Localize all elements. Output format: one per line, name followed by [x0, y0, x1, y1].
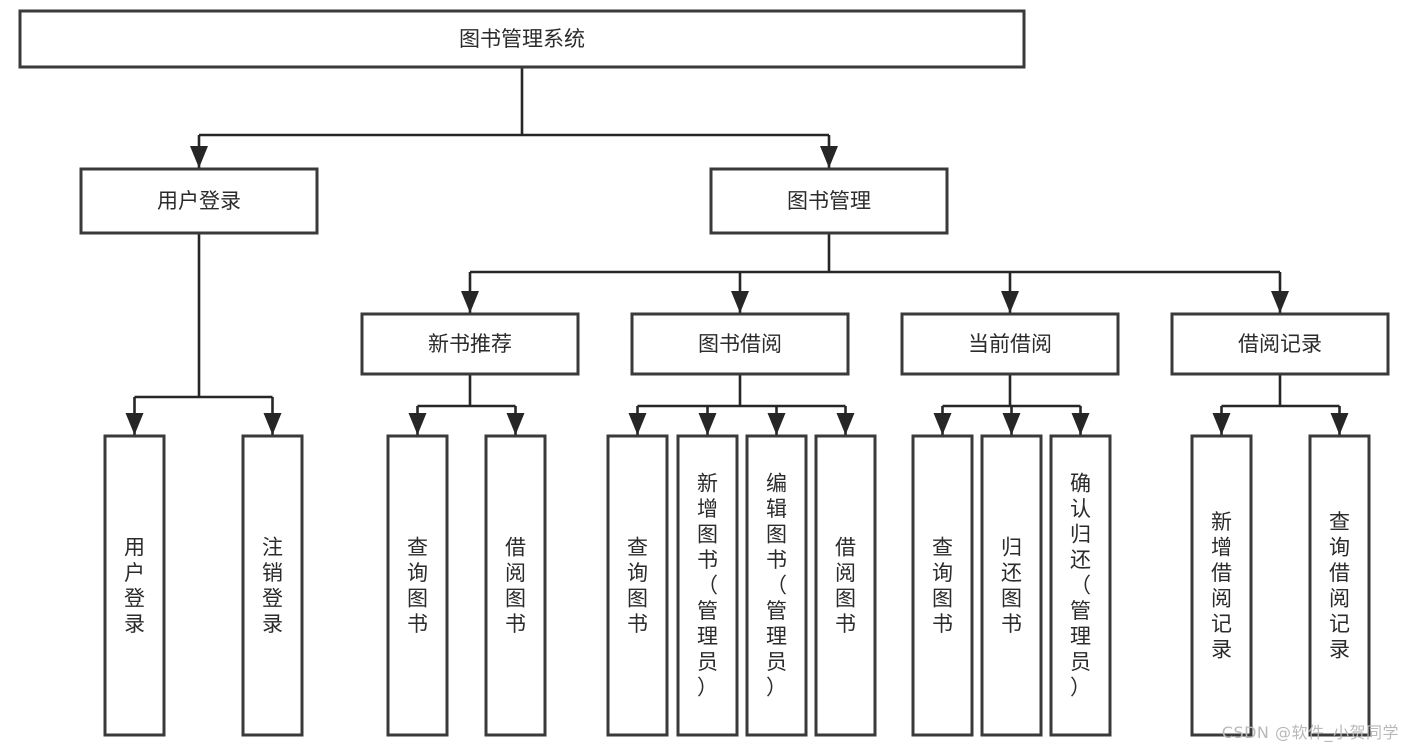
node-root[interactable]: 图书管理系统: [18, 9, 1026, 69]
node-leaf-query-book-borrow[interactable]: 查询图书: [606, 434, 669, 737]
node-leaf-return-book[interactable]: 归还图书: [980, 434, 1043, 737]
node-label: 借阅图书: [505, 535, 526, 636]
arrow-head-icon: [1330, 413, 1349, 435]
arrow-head-icon: [408, 413, 427, 435]
node-label: 归还图书: [1001, 535, 1022, 636]
node-leaf-logout[interactable]: 注销登录: [241, 434, 304, 737]
arrow-head-icon: [263, 413, 282, 435]
arrow-head-icon: [1071, 413, 1090, 435]
node-leaf-query-book-cur[interactable]: 查询图书: [911, 434, 974, 737]
node-label: 图书管理系统: [459, 27, 585, 51]
node-leaf-user-login[interactable]: 用户登录: [103, 434, 166, 737]
arrow-head-icon: [767, 413, 786, 435]
arrow-head-icon: [125, 413, 144, 435]
node-label: 查询图书: [932, 535, 953, 636]
arrow-head-icon: [731, 291, 749, 313]
node-leaf-add-book[interactable]: 新增图书（管理员）: [676, 434, 739, 737]
arrow-head-icon: [698, 413, 717, 435]
node-label: 借阅记录: [1238, 332, 1322, 356]
node-leaf-edit-book[interactable]: 编辑图书（管理员）: [745, 434, 808, 737]
node-current-borrow[interactable]: 当前借阅: [900, 312, 1120, 376]
node-leaf-query-record[interactable]: 查询借阅记录: [1308, 434, 1371, 737]
arrow-head-icon: [933, 413, 952, 435]
node-user-login[interactable]: 用户登录: [79, 167, 319, 235]
arrow-head-icon: [1271, 291, 1289, 313]
node-new-book-rec[interactable]: 新书推荐: [360, 312, 580, 376]
arrow-head-icon: [1212, 413, 1231, 435]
node-label: 编辑图书（管理员）: [766, 472, 787, 700]
node-layer: 图书管理系统用户登录图书管理新书推荐图书借阅当前借阅借阅记录用户登录注销登录查询…: [18, 9, 1390, 737]
watermark-label: CSDN @软件_小贺同学: [1221, 723, 1399, 742]
node-label: 查询图书: [627, 535, 648, 636]
arrow-head-icon: [190, 146, 208, 168]
node-leaf-confirm-return[interactable]: 确认归还（管理员）: [1049, 434, 1112, 737]
node-leaf-borrow-book-rec[interactable]: 借阅图书: [484, 434, 547, 737]
node-label: 图书管理: [787, 189, 871, 213]
node-leaf-add-record[interactable]: 新增借阅记录: [1190, 434, 1253, 737]
node-label: 注销登录: [262, 535, 283, 636]
node-label: 图书借阅: [698, 332, 782, 356]
node-label: 确认归还（管理员）: [1070, 472, 1091, 700]
node-label: 用户登录: [124, 535, 145, 636]
node-borrow-record[interactable]: 借阅记录: [1170, 312, 1390, 376]
arrow-head-icon: [820, 146, 838, 168]
node-label: 借阅图书: [835, 535, 856, 636]
node-label: 查询图书: [407, 535, 428, 636]
arrow-head-icon: [1002, 413, 1021, 435]
arrow-head-icon: [836, 413, 855, 435]
node-label: 当前借阅: [968, 332, 1052, 356]
node-label: 新增借阅记录: [1211, 510, 1232, 662]
node-leaf-query-book-rec[interactable]: 查询图书: [386, 434, 449, 737]
node-leaf-borrow-book[interactable]: 借阅图书: [814, 434, 877, 737]
arrow-head-icon: [628, 413, 647, 435]
node-label: 新增图书（管理员）: [697, 472, 718, 700]
arrow-head-icon: [506, 413, 525, 435]
connector-layer: [125, 67, 1349, 435]
arrow-head-icon: [1001, 291, 1019, 313]
node-label: 用户登录: [157, 189, 241, 213]
node-book-borrow[interactable]: 图书借阅: [630, 312, 850, 376]
arrow-head-icon: [461, 291, 479, 313]
node-book-manage[interactable]: 图书管理: [709, 167, 949, 235]
node-label: 查询借阅记录: [1329, 510, 1350, 662]
node-label: 新书推荐: [428, 332, 512, 356]
